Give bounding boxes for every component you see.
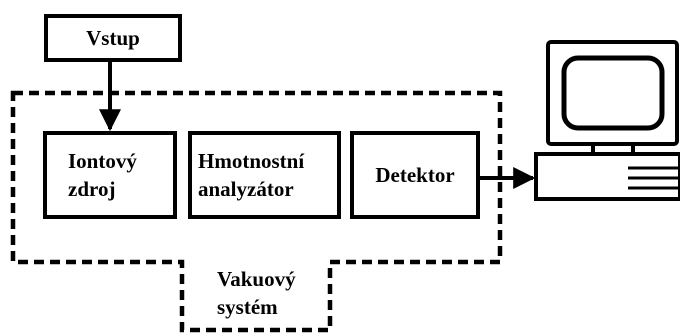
ion-source-label-line1: Iontový xyxy=(68,149,137,173)
vacuum-system-label-line1: Vakuový xyxy=(217,267,296,291)
ion-source-box xyxy=(43,131,177,219)
vacuum-system-label-line2: systém xyxy=(217,295,278,319)
detector-box xyxy=(350,131,480,219)
input-label: Vstup xyxy=(86,26,140,50)
mass-analyzer-label-line2: analyzátor xyxy=(198,177,294,201)
mass-analyzer-box xyxy=(188,131,341,219)
vacuum-system-boundary xyxy=(10,90,503,333)
detector-label: Detektor xyxy=(375,163,454,187)
ion-source-label-line2: zdroj xyxy=(68,177,115,201)
computer-icon xyxy=(534,40,680,201)
input-box xyxy=(44,14,182,62)
mass-analyzer-label-line1: Hmotnostní xyxy=(198,149,305,173)
